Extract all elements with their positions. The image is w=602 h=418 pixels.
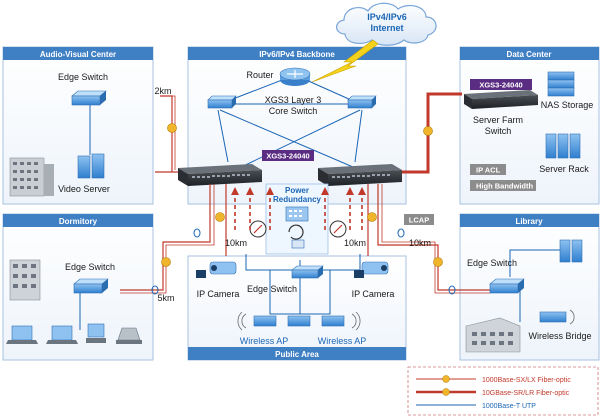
core-switch-right bbox=[318, 164, 402, 186]
dc-switch-icon bbox=[464, 90, 538, 109]
distance-10km-library: 10km bbox=[409, 238, 431, 248]
internet-cloud: IPv4/IPv6 Internet bbox=[336, 2, 437, 46]
svg-text:10GBase-SR/LR Fiber-optic: 10GBase-SR/LR Fiber-optic bbox=[482, 390, 570, 397]
library-building-icon bbox=[465, 317, 521, 353]
power-arrows bbox=[234, 193, 363, 230]
ip-camera-left-icon bbox=[196, 261, 237, 278]
av-edge-switch-icon bbox=[71, 90, 107, 106]
core-switch-label-2: Core Switch bbox=[269, 106, 318, 116]
lightning-icon bbox=[311, 39, 379, 83]
library-edge-switch-label: Edge Switch bbox=[467, 258, 517, 268]
server-rack-label: Server Rack bbox=[539, 164, 589, 174]
video-server-icon bbox=[77, 153, 105, 179]
wireless-bridge-label: Wireless Bridge bbox=[528, 331, 591, 341]
fiber-links bbox=[120, 92, 490, 294]
laptop-icon bbox=[6, 325, 38, 344]
server-rack-icon bbox=[545, 133, 581, 159]
power-label-1: Power bbox=[285, 186, 309, 195]
legend-item-10gbase: 10GBase-SR/LR Fiber-optic bbox=[416, 388, 570, 397]
desktop-icon bbox=[86, 323, 106, 343]
av-edge-switch-label: Edge Switch bbox=[58, 72, 108, 82]
laptop-icon-2 bbox=[46, 325, 78, 344]
core-switch-label-1: XGS3 Layer 3 bbox=[265, 95, 322, 105]
svg-text:XGS3-24040: XGS3-24040 bbox=[479, 81, 522, 90]
svg-text:High Bandwidth: High Bandwidth bbox=[476, 182, 533, 191]
zone-title-av: Audio-Visual Center bbox=[40, 50, 116, 59]
distance-10km-right: 10km bbox=[344, 238, 366, 248]
power-arrow-heads bbox=[231, 187, 366, 195]
dorm-building-icon bbox=[9, 259, 41, 301]
zone-title-public: Public Area bbox=[275, 350, 319, 359]
svg-text:XGS3-24040: XGS3-24040 bbox=[266, 152, 309, 161]
legend-item-1000base-sx: 1000Base-SX/LX Fiber-optic bbox=[416, 375, 571, 384]
zone-data-center: Data Center bbox=[459, 46, 600, 205]
nas-label: NAS Storage bbox=[541, 100, 594, 110]
distance-5km: 5km bbox=[157, 293, 174, 303]
svg-text:IP ACL: IP ACL bbox=[476, 166, 501, 175]
ip-phone-icon bbox=[116, 327, 142, 344]
router-icon bbox=[279, 67, 311, 86]
ip-camera-right-label: IP Camera bbox=[352, 289, 395, 299]
zone-title-datacenter: Data Center bbox=[507, 50, 552, 59]
legend-item-1000base-t: 1000Base-T UTP bbox=[416, 403, 536, 410]
distance-10km-left: 10km bbox=[225, 238, 247, 248]
cloud-line-2: Internet bbox=[370, 23, 403, 33]
cloud-line-1: IPv4/IPv6 bbox=[367, 12, 407, 22]
svg-text:LCAP: LCAP bbox=[409, 216, 429, 225]
lcap-tag: LCAP bbox=[404, 214, 434, 225]
svg-text:1000Base-SX/LX Fiber-optic: 1000Base-SX/LX Fiber-optic bbox=[482, 377, 571, 384]
public-edge-switch-label: Edge Switch bbox=[247, 284, 297, 294]
zone-title-backbone: IPv6/IPv4 Backbone bbox=[259, 50, 335, 59]
svg-text:1000Base-T UTP: 1000Base-T UTP bbox=[482, 403, 536, 410]
building-icon bbox=[9, 157, 54, 197]
wireless-ap-right-label: Wireless AP bbox=[318, 336, 367, 346]
dorm-edge-switch-icon bbox=[73, 278, 109, 294]
legend: 1000Base-SX/LX Fiber-optic 10GBase-SR/LR… bbox=[407, 366, 599, 416]
nas-storage-icon bbox=[547, 71, 575, 97]
ip-camera-left-label: IP Camera bbox=[197, 289, 240, 299]
wireless-ap-icons bbox=[237, 311, 361, 331]
power-label-2: Redundancy bbox=[273, 195, 322, 204]
core-switch-left bbox=[178, 164, 262, 186]
power-meter-left-icon bbox=[249, 220, 267, 238]
fiber-badges bbox=[151, 123, 456, 295]
backbone-switch-right-icon bbox=[347, 95, 377, 109]
server-farm-label-1: Server Farm bbox=[473, 115, 523, 125]
high-bandwidth-tag: High Bandwidth bbox=[470, 180, 536, 191]
library-server-icon bbox=[559, 239, 583, 263]
zone-title-dormitory: Dormitory bbox=[59, 217, 98, 226]
zone-title-library: Library bbox=[515, 217, 543, 226]
router-label: Router bbox=[246, 70, 273, 80]
wireless-ap-left-label: Wireless AP bbox=[240, 336, 289, 346]
public-edge-switch-icon bbox=[291, 265, 324, 279]
video-server-label: Video Server bbox=[58, 184, 110, 194]
dc-switch-tag: XGS3-24040 bbox=[470, 79, 532, 90]
dorm-edge-switch-label: Edge Switch bbox=[65, 262, 115, 272]
wireless-bridge-icon bbox=[539, 309, 575, 325]
power-meter-right-icon bbox=[329, 220, 347, 238]
ip-acl-tag: IP ACL bbox=[470, 164, 506, 175]
switch-tag-left: XGS3-24040 bbox=[262, 150, 314, 161]
refresh-icon bbox=[288, 224, 304, 240]
backbone-switch-left-icon bbox=[207, 95, 237, 109]
distance-2km: 2km bbox=[154, 86, 171, 96]
power-redundancy-box: Power Redundancy bbox=[265, 183, 329, 255]
library-edge-switch-icon bbox=[489, 278, 525, 294]
ip-camera-right-icon bbox=[354, 261, 389, 278]
server-farm-label-2: Switch bbox=[485, 126, 512, 136]
